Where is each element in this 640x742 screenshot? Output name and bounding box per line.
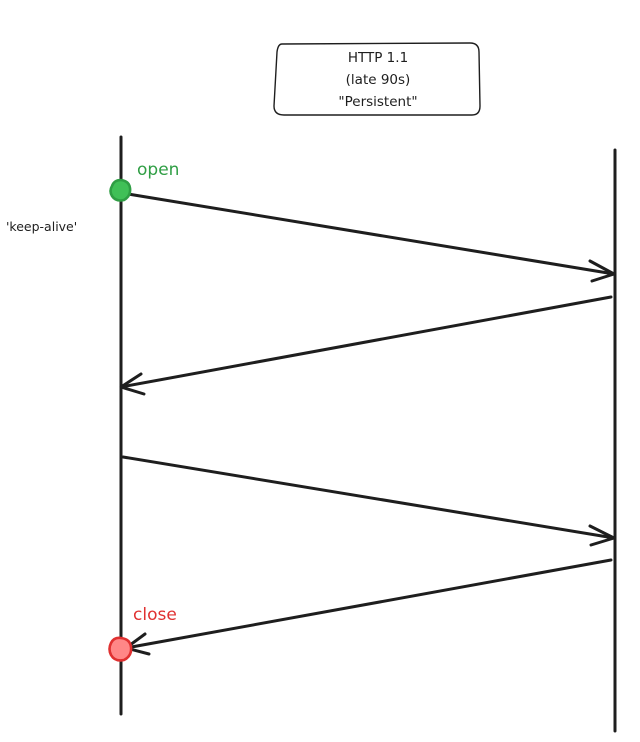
- title-box-border: [273, 42, 481, 116]
- close-label: close: [133, 605, 177, 625]
- close-marker: close: [108, 605, 177, 662]
- title-box: HTTP 1.1 (late 90s) "Persistent": [273, 42, 481, 116]
- title-line-1: HTTP 1.1: [348, 50, 408, 66]
- keep-alive-note: 'keep-alive': [6, 219, 77, 234]
- client-lifeline: [119, 135, 123, 716]
- response-arrow-1: [119, 295, 613, 396]
- close-dot: [108, 636, 133, 662]
- server-lifeline: [613, 148, 617, 733]
- request-arrow-2: [121, 455, 616, 547]
- open-marker: open: [109, 160, 179, 202]
- open-dot: [109, 178, 132, 202]
- open-label: open: [137, 160, 179, 180]
- request-arrow-1: [126, 192, 616, 283]
- title-line-3: "Persistent": [338, 94, 417, 110]
- response-arrow-2: [124, 558, 613, 656]
- title-line-2: (late 90s): [346, 72, 411, 88]
